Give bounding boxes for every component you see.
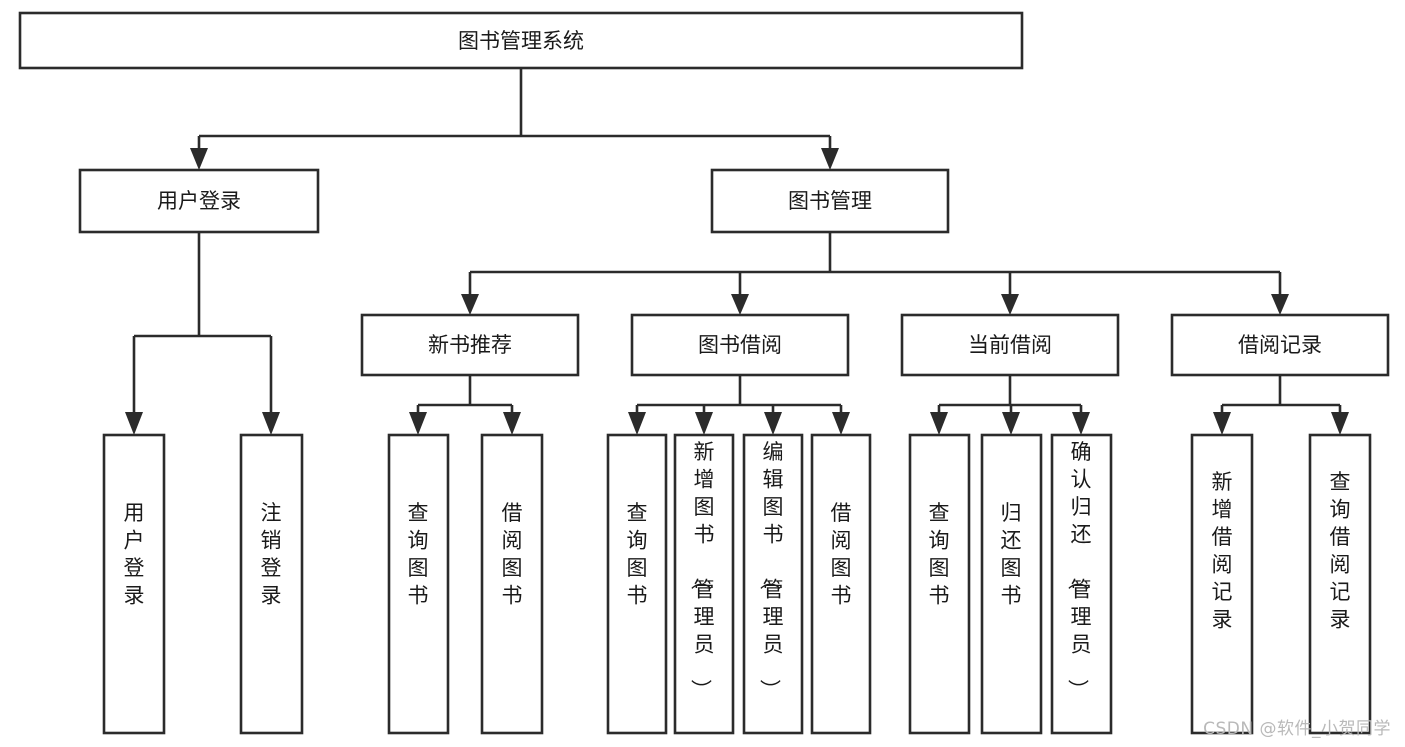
arrow-head-icon (930, 412, 948, 435)
node-user-login[interactable]: 用户登录 (78, 168, 320, 234)
node-current-borrow[interactable]: 当前借阅 (900, 313, 1120, 377)
arrow-head-icon (1331, 412, 1349, 435)
connector-book-borrow-to-leaves (628, 375, 850, 435)
node-box[interactable] (387, 433, 450, 735)
node-box[interactable] (1050, 433, 1113, 735)
node-label: 用户登录 (124, 501, 145, 608)
node-box[interactable] (360, 313, 580, 377)
arrow-head-icon (1002, 412, 1020, 435)
node-label: 借阅图书 (831, 501, 852, 608)
node-box[interactable] (710, 168, 950, 234)
arrow-head-icon (125, 412, 143, 435)
connector-user-login-to-leaves (125, 232, 280, 435)
node-book-borrow[interactable]: 图书借阅 (630, 313, 850, 377)
node-label: 当前借阅 (968, 333, 1052, 357)
node-label: 注销登录 (261, 501, 282, 608)
node-book-manage[interactable]: 图书管理 (710, 168, 950, 234)
connector-root-to-level2 (190, 68, 839, 170)
arrow-head-icon (1271, 294, 1289, 315)
node-leaf-query-book-3[interactable]: 查询图书 (908, 433, 971, 735)
node-box[interactable] (810, 433, 872, 735)
node-box[interactable] (673, 433, 735, 735)
node-box[interactable] (1170, 313, 1390, 377)
arrow-head-icon (461, 294, 479, 315)
node-label: 查询图书 (929, 501, 950, 608)
arrow-head-icon (731, 294, 749, 315)
node-leaf-query-record[interactable]: 查询借阅记录 (1308, 433, 1372, 735)
node-label: 图书借阅 (698, 333, 782, 357)
node-new-book-recommend[interactable]: 新书推荐 (360, 313, 580, 377)
node-box[interactable] (980, 433, 1043, 735)
node-box[interactable] (1308, 433, 1372, 735)
node-label: 用户登录 (157, 189, 241, 213)
node-box[interactable] (630, 313, 850, 377)
arrow-head-icon (190, 148, 208, 170)
arrow-head-icon (821, 148, 839, 170)
node-leaf-add-record[interactable]: 新增借阅记录 (1190, 433, 1254, 735)
arrow-head-icon (1001, 294, 1019, 315)
connector-current-borrow-to-leaves (930, 375, 1090, 435)
node-box[interactable] (239, 433, 304, 735)
node-leaf-logout[interactable]: 注销登录 (239, 433, 304, 735)
node-box[interactable] (606, 433, 668, 735)
connector-new-book-recommend-to-leaves (409, 375, 521, 435)
node-leaf-edit-book[interactable]: 编辑图书（管理员） (742, 433, 804, 735)
connector-book-manage-to-level3 (461, 232, 1289, 315)
connector-borrow-record-to-leaves (1213, 375, 1349, 435)
arrow-head-icon (1072, 412, 1090, 435)
node-borrow-record[interactable]: 借阅记录 (1170, 313, 1390, 377)
node-label: 归还图书 (1001, 501, 1022, 608)
node-leaf-return-book[interactable]: 归还图书 (980, 433, 1043, 735)
node-label: 借阅记录 (1238, 333, 1322, 357)
node-label: 图书管理系统 (458, 29, 584, 53)
arrow-head-icon (262, 412, 280, 435)
node-leaf-user-login[interactable]: 用户登录 (102, 433, 166, 735)
node-box[interactable] (1190, 433, 1254, 735)
arrow-head-icon (1213, 412, 1231, 435)
node-box[interactable] (908, 433, 971, 735)
node-box[interactable] (18, 11, 1024, 70)
node-leaf-query-book-1[interactable]: 查询图书 (387, 433, 450, 735)
node-label: 确认归还（管理员） (1066, 440, 1092, 700)
node-label: 借阅图书 (502, 501, 523, 608)
node-label: 新书推荐 (428, 333, 512, 357)
node-label: 新增图书（管理员） (689, 440, 715, 700)
node-leaf-borrow-book-2[interactable]: 借阅图书 (810, 433, 872, 735)
node-label: 查询图书 (627, 501, 648, 608)
watermark-text: CSDN @软件_小贺同学 (1203, 719, 1391, 739)
node-leaf-borrow-book-1[interactable]: 借阅图书 (480, 433, 544, 735)
node-box[interactable] (480, 433, 544, 735)
node-root[interactable]: 图书管理系统 (18, 11, 1024, 70)
arrow-head-icon (832, 412, 850, 435)
arrow-head-icon (695, 412, 713, 435)
node-box[interactable] (900, 313, 1120, 377)
arrow-head-icon (628, 412, 646, 435)
node-label: 编辑图书（管理员） (758, 440, 784, 700)
node-box[interactable] (742, 433, 804, 735)
node-box[interactable] (102, 433, 166, 735)
node-label: 查询借阅记录 (1330, 470, 1351, 632)
node-label: 查询图书 (408, 501, 429, 608)
arrow-head-icon (503, 412, 521, 435)
arrow-head-icon (764, 412, 782, 435)
arrow-head-icon (409, 412, 427, 435)
node-label: 新增借阅记录 (1212, 470, 1233, 632)
node-leaf-confirm-return[interactable]: 确认归还（管理员） (1050, 433, 1113, 735)
node-leaf-query-book-2[interactable]: 查询图书 (606, 433, 668, 735)
node-leaf-add-book[interactable]: 新增图书（管理员） (673, 433, 735, 735)
node-label: 图书管理 (788, 189, 872, 213)
node-box[interactable] (78, 168, 320, 234)
